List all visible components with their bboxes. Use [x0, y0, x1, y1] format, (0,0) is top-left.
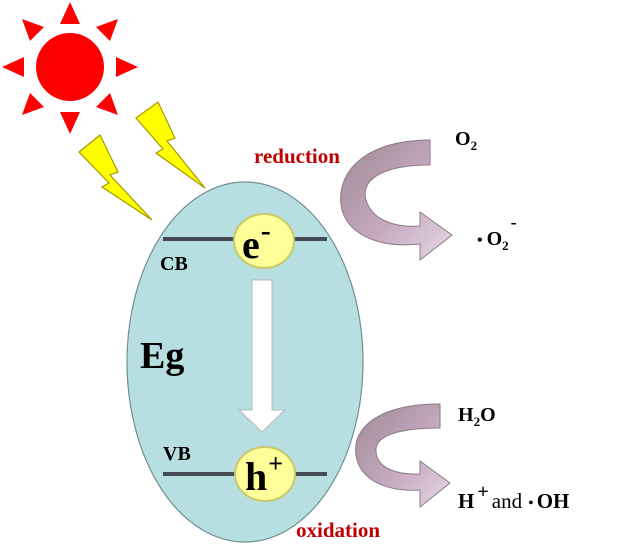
- hole-circle: [234, 446, 296, 502]
- cb-label: CB: [160, 253, 188, 275]
- hole-symbol: h+: [245, 449, 283, 499]
- sun-icon: [2, 2, 138, 134]
- down-arrow-icon: [237, 279, 287, 433]
- semiconductor-particle: [126, 181, 364, 543]
- oxidation-label: oxidation: [296, 518, 380, 542]
- superoxide-label: •O2-: [477, 212, 517, 253]
- reduction-label: reduction: [254, 144, 340, 168]
- electron-circle: [233, 213, 295, 269]
- vb-label: VB: [163, 443, 191, 465]
- curved-arrow-icon: [340, 139, 453, 262]
- electron-symbol: e-: [242, 214, 271, 267]
- products-label: H+and•OH: [458, 481, 569, 513]
- band-gap-label: Eg: [140, 335, 184, 377]
- curved-arrow-icon: [355, 403, 451, 509]
- water-label: H2O: [458, 404, 496, 429]
- lightning-bolt-icon: [78, 134, 153, 221]
- lightning-bolt-icon: [135, 101, 206, 189]
- oxygen-label: O2: [455, 128, 477, 153]
